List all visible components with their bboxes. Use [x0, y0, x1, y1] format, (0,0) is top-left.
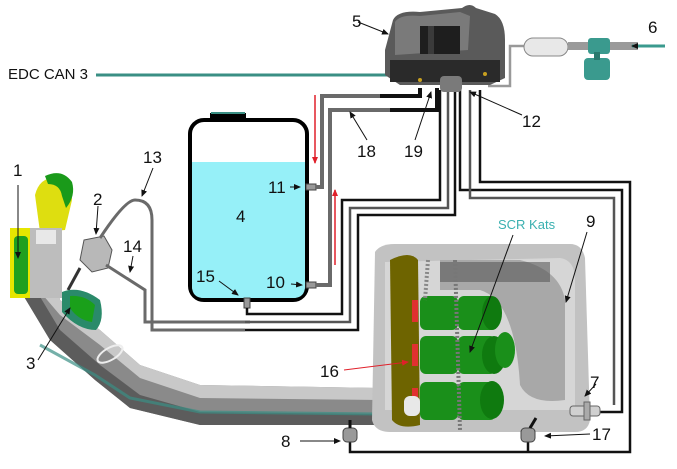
- callout-9: 9: [586, 212, 596, 231]
- air-supply-line: [488, 44, 530, 88]
- callout-leaders: [15, 21, 597, 444]
- scr-cats-label: SCR Kats: [498, 217, 556, 232]
- air-line: [98, 198, 245, 332]
- callout-5: 5: [352, 12, 362, 31]
- can-bus-label: EDC CAN 3: [8, 66, 89, 83]
- callout-19: 19: [404, 142, 423, 161]
- temperature-sensor-17: [520, 417, 538, 443]
- sensor-wire-8-17: [348, 90, 632, 454]
- turbo-assembly: [10, 173, 74, 298]
- sensor-wire-7: [458, 90, 624, 414]
- dosing-control-unit: [385, 5, 505, 92]
- callout-10: 10: [266, 273, 285, 292]
- callout-11: 11: [268, 178, 286, 197]
- exhaust-sensor-7: [569, 401, 601, 421]
- injection-nozzle: [62, 289, 102, 330]
- callout-1: 1: [13, 161, 23, 180]
- adblue-line: [105, 263, 250, 324]
- callout-2: 2: [93, 190, 103, 209]
- callout-18: 18: [357, 142, 376, 161]
- callout-6: 6: [648, 18, 658, 37]
- callout-12: 12: [522, 112, 541, 131]
- scr-catalysts: [404, 259, 515, 431]
- callout-15: 15: [196, 267, 215, 286]
- callout-7: 7: [590, 373, 600, 392]
- air-supply-unit: [523, 37, 638, 80]
- callout-13: 13: [143, 148, 162, 167]
- drain-line: [245, 90, 442, 316]
- callout-8: 8: [281, 432, 291, 451]
- dosing-valve: [66, 235, 113, 291]
- adblue-tank: [188, 112, 317, 309]
- callout-16: 16: [320, 362, 339, 381]
- temperature-sensor-8: [342, 420, 358, 443]
- callout-3: 3: [26, 354, 36, 373]
- callout-14: 14: [123, 237, 142, 256]
- callout-17: 17: [592, 425, 611, 444]
- callout-4: 4: [236, 207, 246, 226]
- exhaust-pipe: [18, 232, 381, 425]
